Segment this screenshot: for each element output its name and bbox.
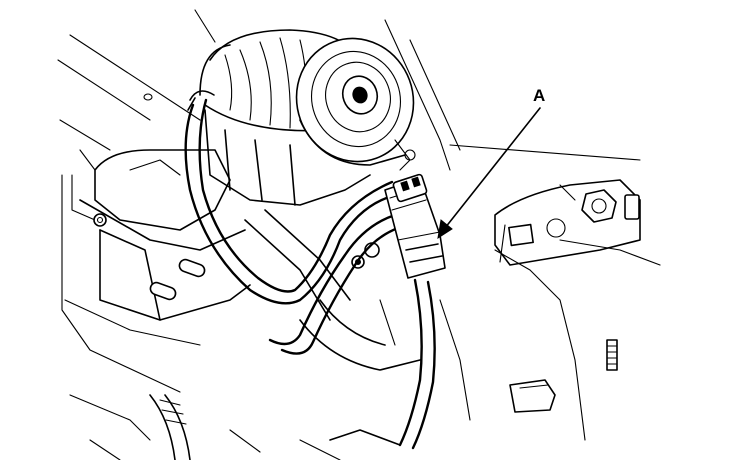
- right-bracket: [494, 179, 641, 266]
- mounting-bracket: [71, 149, 251, 321]
- support-strut: [244, 209, 421, 371]
- wiring-harness: [184, 90, 436, 450]
- callout-pointer: [437, 107, 541, 240]
- connector-a: [384, 173, 446, 279]
- lower-lines: [149, 394, 191, 460]
- motor-end-cap: [295, 37, 416, 171]
- threaded-stud: [606, 339, 618, 371]
- callout-label-a: A: [533, 86, 546, 105]
- lower-clip: [509, 379, 556, 413]
